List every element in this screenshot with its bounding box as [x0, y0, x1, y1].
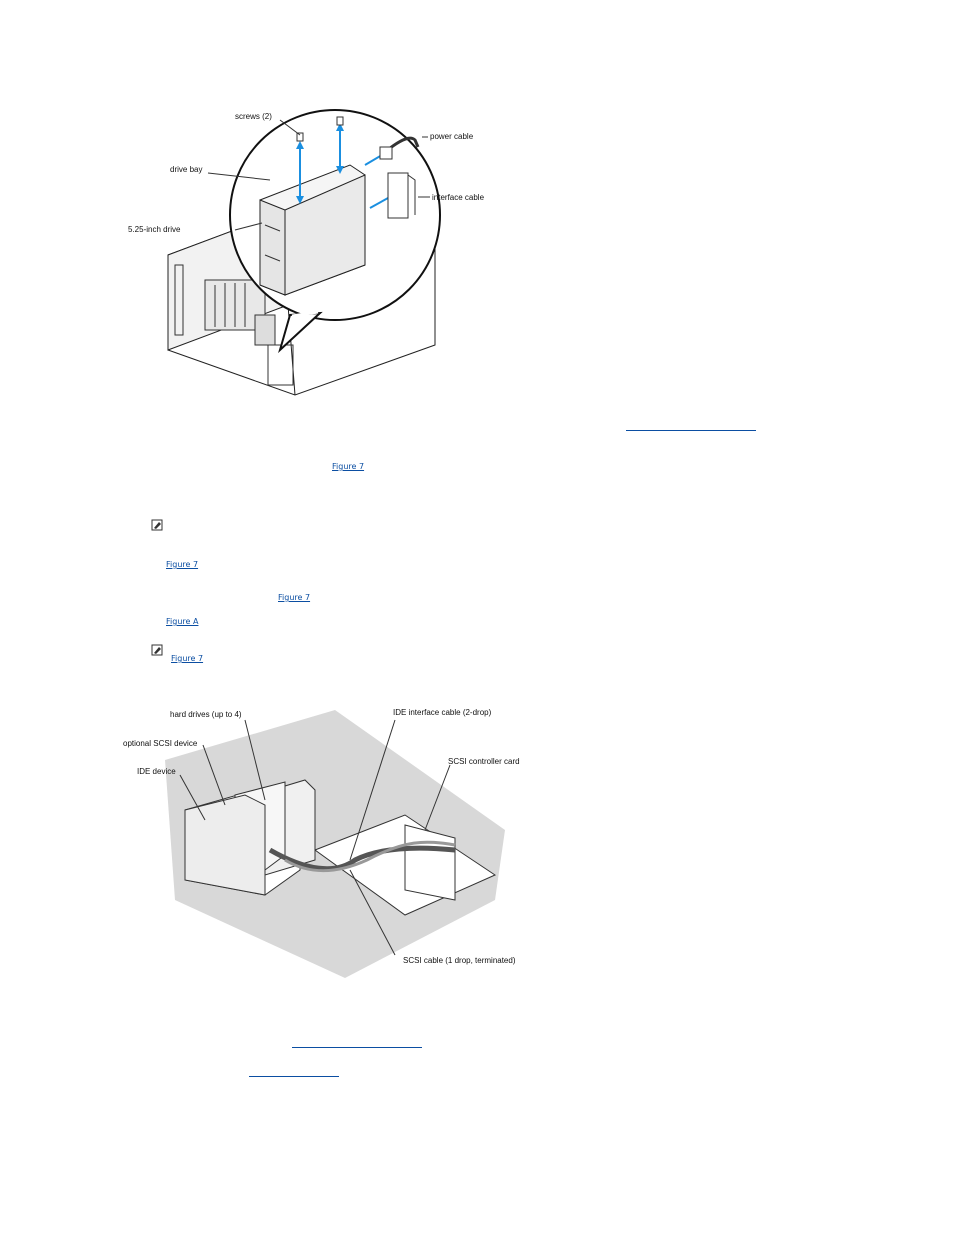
- link-figure-7[interactable]: Figure 7: [166, 560, 199, 569]
- link-underline[interactable]: [249, 1075, 339, 1077]
- label-hard-drives: hard drives (up to 4): [170, 710, 242, 719]
- label-ide-cable: IDE interface cable (2-drop): [393, 708, 492, 717]
- link-figure-7[interactable]: Figure 7: [171, 654, 204, 663]
- note-icon: [151, 644, 163, 656]
- label-scsi-card: SCSI controller card: [448, 757, 520, 766]
- label-screws: screws (2): [235, 112, 272, 121]
- link-figure-7[interactable]: Figure 7: [332, 462, 365, 471]
- cabling-illustration: [165, 710, 505, 978]
- drive-installation-illustration: [167, 109, 441, 396]
- label-ide-device: IDE device: [137, 767, 176, 776]
- label-scsi-cable: SCSI cable (1 drop, terminated): [403, 956, 516, 965]
- link-figure-7[interactable]: Figure 7: [278, 593, 311, 602]
- label-optional-scsi: optional SCSI device: [123, 739, 198, 748]
- link-underline[interactable]: [292, 1046, 422, 1048]
- figure-cabling: [105, 700, 535, 985]
- link-underline[interactable]: [626, 429, 756, 431]
- figure-drive-installation: [160, 105, 520, 400]
- label-interface-cable: interface cable: [432, 193, 485, 202]
- label-power-cable: power cable: [430, 132, 474, 141]
- label-drive: 5.25-inch drive: [128, 225, 181, 234]
- link-figure-a[interactable]: Figure A: [166, 617, 199, 626]
- note-icon: [151, 519, 163, 531]
- label-drive-bay: drive bay: [170, 165, 203, 174]
